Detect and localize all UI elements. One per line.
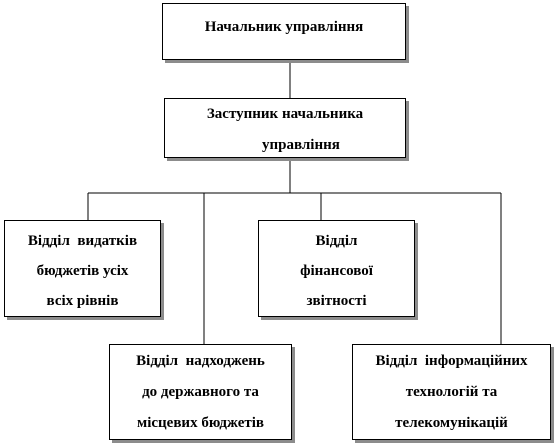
it-dept-line1: Відділ інформаційних [375,353,528,369]
revenue-dept-line1: Відділ надходжень [136,353,265,369]
head-label: Начальник управління [204,19,364,35]
financial-dept-line1: Відділ [315,233,358,249]
it-dept-line3: телекомунікацій [395,415,508,431]
deputy-box [164,98,406,158]
deputy-label-line2: управління [262,137,340,153]
revenue-dept-line2: до державного та [142,384,259,400]
deputy-label-line1: Заступник начальника [206,106,364,122]
expenditure-dept-line1: Відділ видатків [27,233,138,249]
expenditure-dept-line2: бюджетів усіх [36,263,129,279]
financial-dept-line2: фінансової [300,263,373,279]
expenditure-dept-line3: всіх рівнів [46,293,119,309]
revenue-dept-line3: місцевих бюджетів [136,415,264,431]
financial-dept-line3: звітності [306,293,367,309]
head-box [162,3,406,60]
financial-dept-box [258,220,415,317]
revenue-dept-box [109,344,292,440]
it-dept-box [352,344,551,440]
expenditure-dept-box [4,220,161,317]
it-dept-line2: технологій та [405,384,498,400]
